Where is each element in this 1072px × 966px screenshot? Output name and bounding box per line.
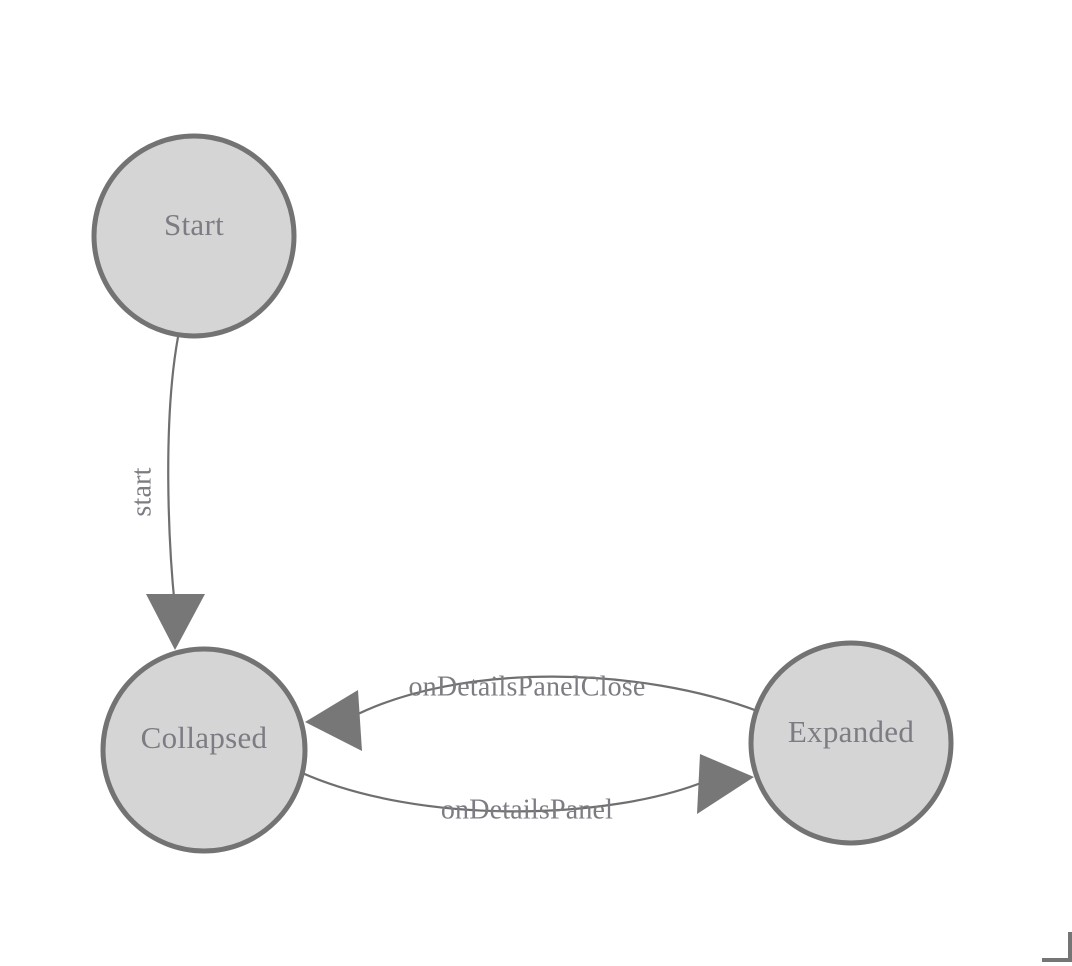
node-expanded-circle[interactable] xyxy=(748,640,954,846)
edge-label-on-details-panel: onDetailsPanel xyxy=(441,794,613,825)
node-start-circle[interactable] xyxy=(91,133,297,339)
edge-expanded-to-collapsed-path[interactable] xyxy=(351,675,761,718)
edge-start-to-collapsed[interactable]: start xyxy=(126,336,205,650)
node-collapsed-label: Collapsed xyxy=(141,720,268,755)
edge-start-to-collapsed-arrowhead-icon xyxy=(146,594,205,650)
node-start[interactable]: Start xyxy=(91,133,297,339)
node-expanded[interactable]: Expanded xyxy=(748,640,954,846)
edge-collapsed-to-expanded[interactable]: onDetailsPanel xyxy=(299,754,754,825)
edge-start-to-collapsed-path[interactable] xyxy=(167,336,180,609)
node-group: Start Collapsed Expanded xyxy=(91,133,954,854)
node-start-label: Start xyxy=(164,207,224,242)
edge-expanded-to-collapsed-arrowhead-icon xyxy=(305,690,362,751)
edge-collapsed-to-expanded-path[interactable] xyxy=(299,770,707,813)
edge-group: start onDetailsPanelClose onDetailsPanel xyxy=(126,336,761,825)
edge-label-start: start xyxy=(126,467,157,516)
edge-expanded-to-collapsed[interactable]: onDetailsPanelClose xyxy=(305,671,761,751)
node-collapsed[interactable]: Collapsed xyxy=(100,646,308,854)
node-expanded-label: Expanded xyxy=(788,714,915,749)
edge-label-on-details-panel-close: onDetailsPanelClose xyxy=(408,671,645,702)
edge-collapsed-to-expanded-arrowhead-icon xyxy=(697,754,754,814)
bottom-right-corner-mark-icon xyxy=(1042,932,1072,962)
node-collapsed-circle[interactable] xyxy=(100,646,308,854)
